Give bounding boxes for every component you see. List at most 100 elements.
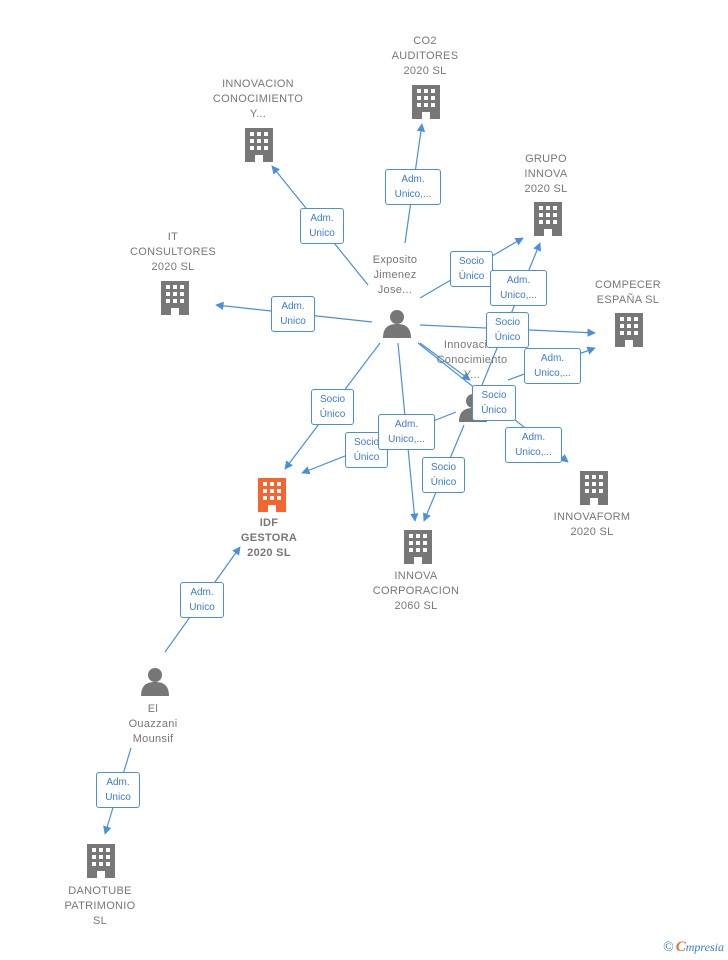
- node-line: 2060 SL: [394, 600, 438, 612]
- edge-label-line: Único: [481, 405, 507, 416]
- edge-label-innovperson-innova-corp[interactable]: Socio Único: [422, 457, 465, 493]
- edge-label-line: Adm.: [521, 432, 546, 443]
- building-icon: [412, 85, 440, 119]
- node-line: 2020 SL: [570, 526, 614, 538]
- edge-label-innovperson-compecer[interactable]: Adm. Unico,...: [524, 348, 581, 384]
- edge-label-exposito-innovperson[interactable]: Socio Único: [472, 385, 516, 421]
- node-innovacion-person[interactable]: Innovacion Conocimiento Y...: [425, 338, 519, 383]
- node-line: PATRIMONIO: [64, 900, 136, 912]
- node-exposito-jimenez[interactable]: Exposito Jimenez Jose...: [355, 253, 435, 298]
- node-line: Y...: [463, 369, 481, 381]
- node-line: DANOTUBE: [68, 885, 132, 897]
- edge-label-line: Unico: [105, 792, 131, 803]
- edge-label-line: Unico,...: [500, 290, 537, 301]
- edge-label-line: Adm.: [281, 301, 305, 312]
- node-line: 2020 SL: [524, 183, 568, 195]
- node-line: Innovacion: [443, 339, 501, 351]
- node-line: 2020 SL: [403, 65, 447, 77]
- node-idf-gestora[interactable]: IDF GESTORA 2020 SL: [226, 516, 312, 561]
- edge-label-line: Socio: [481, 390, 507, 401]
- node-line: INNOVACION: [222, 78, 294, 90]
- node-line: Jimenez: [373, 269, 417, 281]
- edge-label-line: Unico: [280, 316, 306, 327]
- node-line: SL: [92, 915, 108, 927]
- edge-label-line: Adm.: [394, 419, 419, 430]
- node-el-ouazzani[interactable]: El Ouazzani Mounsif: [112, 702, 194, 747]
- edge-label-elouazzani-idf[interactable]: Adm. Unico: [180, 582, 224, 618]
- brand-first-letter: C: [675, 939, 686, 955]
- building-icon: [580, 471, 608, 505]
- edge-label-line: Unico,...: [388, 434, 425, 445]
- edge-label-line: Adm.: [540, 353, 565, 364]
- edge-label-line: Único: [430, 477, 457, 488]
- edge-label-line: Adm.: [401, 174, 425, 185]
- edge-label-line: Socio: [353, 437, 379, 448]
- node-line: GRUPO: [525, 153, 567, 165]
- node-line: 2020 SL: [247, 547, 291, 559]
- edge-label-exposito-compecer[interactable]: Socio Único: [486, 312, 529, 348]
- building-icon: [404, 530, 432, 564]
- person-icon: [141, 668, 169, 696]
- node-line: IT: [167, 231, 179, 243]
- person-icon: [383, 310, 411, 338]
- node-line: CONOCIMIENTO: [212, 93, 304, 105]
- node-grupo-innova[interactable]: GRUPO INNOVA 2020 SL: [505, 152, 587, 197]
- edge-label-line: Socio: [494, 317, 520, 328]
- node-line: INNOVA: [524, 168, 568, 180]
- node-innovacion-conocimiento[interactable]: INNOVACION CONOCIMIENTO Y...: [202, 77, 314, 122]
- edge-label-line: Único: [353, 452, 380, 463]
- edge-label-line: Unico,...: [534, 368, 571, 379]
- node-line: CONSULTORES: [129, 246, 217, 258]
- edge-label-line: Adm.: [190, 587, 214, 598]
- node-innova-corporacion[interactable]: INNOVA CORPORACION 2060 SL: [366, 569, 466, 614]
- node-line: Ouazzani: [128, 718, 178, 730]
- building-icon: [245, 128, 273, 162]
- edge-label-innovperson-grupo[interactable]: Adm. Unico,...: [490, 270, 547, 306]
- node-danotube[interactable]: DANOTUBE PATRIMONIO SL: [54, 884, 146, 929]
- node-line: Y...: [249, 108, 267, 120]
- edge-exposito-innovperson: [419, 342, 471, 381]
- edge-label-line: Unico,...: [515, 447, 552, 458]
- empresia-watermark[interactable]: ©Cmpresia: [663, 939, 724, 956]
- node-line: INNOVA: [394, 570, 438, 582]
- edge-label-line: Adm.: [506, 275, 531, 286]
- node-line: El: [147, 703, 159, 715]
- node-line: AUDITORES: [391, 50, 459, 62]
- node-compecer[interactable]: COMPECER ESPAÑA SL: [580, 278, 676, 308]
- node-line: Jose...: [377, 284, 413, 296]
- edge-label-exposito-it[interactable]: Adm. Unico: [271, 296, 315, 332]
- edge-label-elouazzani-danotube[interactable]: Adm. Unico: [96, 772, 140, 808]
- node-line: ESPAÑA SL: [596, 294, 660, 306]
- node-line: Exposito: [372, 254, 418, 266]
- edge-label-exposito-innovacion[interactable]: Adm. Unico: [300, 208, 344, 244]
- edge-label-exposito-innova-corp[interactable]: Adm. Unico,...: [378, 414, 435, 450]
- edge-label-line: Único: [494, 332, 521, 343]
- node-line: GESTORA: [240, 532, 298, 544]
- building-icon: [615, 313, 643, 347]
- building-icon: [87, 844, 115, 878]
- edge-label-line: Adm.: [310, 213, 334, 224]
- edge-label-line: Socio: [430, 462, 456, 473]
- node-co2-auditores[interactable]: CO2 AUDITORES 2020 SL: [376, 34, 474, 79]
- copyright-symbol: ©: [663, 940, 674, 955]
- edge-label-line: Único: [458, 271, 485, 282]
- edge-label-line: Unico: [189, 602, 215, 613]
- brand-rest: mpresia: [685, 940, 724, 954]
- node-line: CORPORACION: [372, 585, 460, 597]
- node-line: CO2: [413, 35, 437, 47]
- edge-label-exposito-grupo[interactable]: Socio Único: [450, 251, 493, 287]
- node-line: Conocimiento: [436, 354, 508, 366]
- edge-label-exposito-idf[interactable]: Socio Único: [311, 389, 354, 425]
- building-icon: [161, 281, 189, 315]
- node-it-consultores[interactable]: IT CONSULTORES 2020 SL: [124, 230, 222, 275]
- node-line: Mounsif: [132, 733, 174, 745]
- edge-label-line: Unico,...: [394, 189, 432, 200]
- edge-label-innovperson-idf[interactable]: Socio Único: [345, 432, 388, 468]
- edge-label-line: Socio: [319, 394, 345, 405]
- edge-label-exposito-co2[interactable]: Adm. Unico,...: [385, 169, 441, 205]
- node-innovaform[interactable]: INNOVAFORM 2020 SL: [546, 510, 638, 540]
- node-line: 2020 SL: [151, 261, 195, 273]
- edge-label-line: Único: [319, 409, 346, 420]
- edge-label-exposito-innovaform[interactable]: Adm. Unico,...: [505, 427, 562, 463]
